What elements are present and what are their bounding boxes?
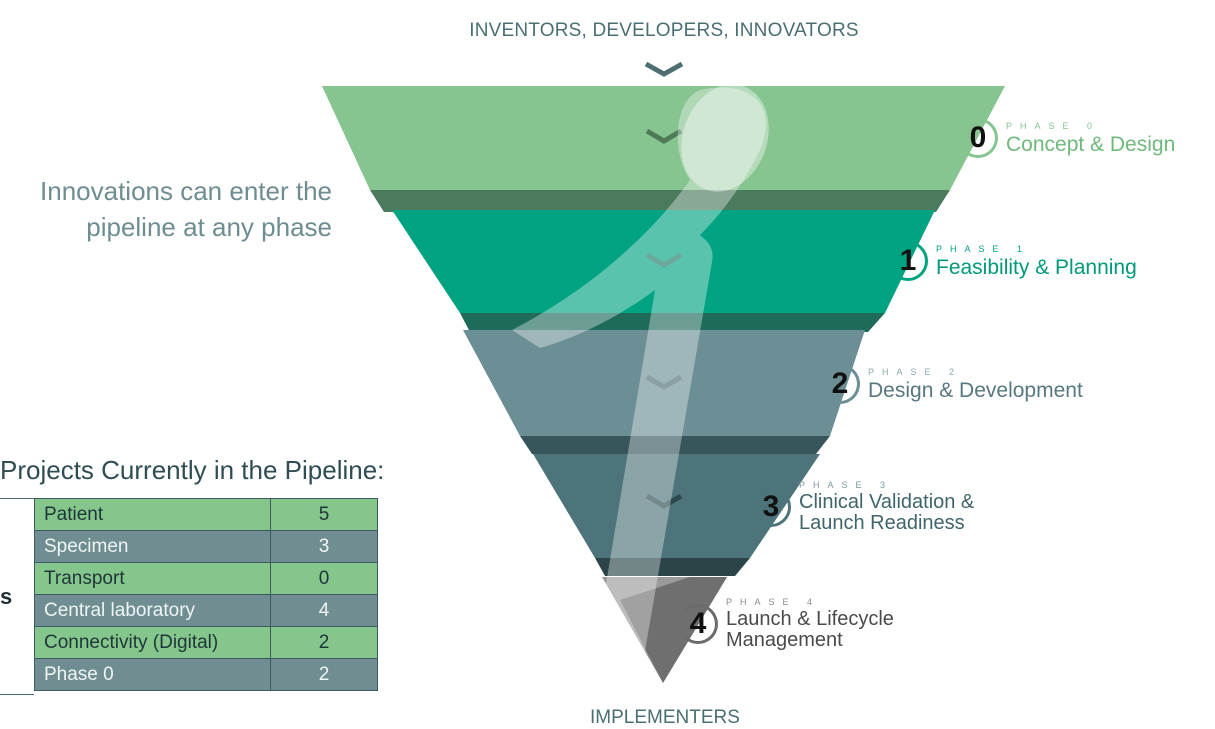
phase-0-badge: 0	[958, 118, 998, 158]
top-label: INVENTORS, DEVELOPERS, INNOVATORS	[469, 20, 859, 41]
tier-3-shadow	[595, 558, 750, 576]
tier-2-shadow	[520, 436, 830, 454]
phase-2-title: Design & Development	[868, 378, 1083, 402]
phase-0-title: Concept & Design	[1006, 132, 1176, 156]
table-row: Transport 0	[34, 562, 378, 595]
phase-4-label: 4 PHASE 4 Launch & Lifecycle Management	[678, 597, 946, 651]
entry-dot	[681, 84, 769, 192]
tier-4-dark	[620, 577, 727, 683]
divider	[0, 694, 34, 695]
tier-1	[392, 210, 935, 313]
chevron-down-icon	[645, 374, 683, 390]
chevron-down-icon	[645, 128, 683, 144]
tier-1-shadow	[460, 313, 885, 332]
phase-1-badge: 1	[888, 241, 928, 281]
table-row: Central laboratory 4	[34, 594, 378, 627]
row-count: 5	[270, 498, 378, 531]
phase-2-badge: 2	[820, 364, 860, 404]
row-count: 2	[270, 626, 378, 659]
phase-1-tag: PHASE 1	[936, 243, 1031, 254]
phase-1-label: 1 PHASE 1 Feasibility & Planning	[888, 241, 1137, 281]
entry-swoosh	[512, 87, 766, 680]
tier-0-shadow	[370, 190, 950, 212]
row-count: 2	[270, 658, 378, 691]
row-label: Central laboratory	[34, 594, 271, 627]
tier-3	[533, 454, 820, 558]
divider	[0, 498, 34, 499]
phase-4-tag: PHASE 4	[726, 597, 821, 607]
phase-3-title: Clinical Validation & Launch Readiness	[799, 491, 975, 534]
table-row: Patient 5	[34, 498, 378, 531]
row-label: Phase 0	[34, 658, 271, 691]
phase-0-tag: PHASE 0	[1006, 120, 1101, 131]
phase-4-title: Launch & Lifecycle Management	[726, 608, 894, 651]
row-count: 4	[270, 594, 378, 627]
side-note: Innovations can enter the pipeline at an…	[40, 176, 332, 242]
table-row: Specimen 3	[34, 530, 378, 563]
table-row: Phase 0 2	[34, 658, 378, 691]
chevron-down-icon	[645, 252, 683, 268]
chevron-down-icon	[644, 61, 684, 77]
row-count: 3	[270, 530, 378, 563]
row-count: 0	[270, 562, 378, 595]
row-label: Specimen	[34, 530, 271, 563]
row-label: Connectivity (Digital)	[34, 626, 271, 659]
projects-table: Patient 5 Specimen 3 Transport 0 Central…	[34, 498, 378, 691]
tier-2	[463, 330, 865, 436]
row-label: Transport	[34, 562, 271, 595]
phase-3-badge: 3	[751, 487, 791, 527]
row-label: Patient	[34, 498, 271, 531]
phase-2-label: 2 PHASE 2 Design & Development	[820, 364, 1083, 404]
table-group-label: s	[0, 584, 13, 609]
table-row: Connectivity (Digital) 2	[34, 626, 378, 659]
bottom-label: IMPLEMENTERS	[590, 707, 740, 728]
phase-0-label: 0 PHASE 0 Concept & Design	[958, 118, 1175, 158]
phase-3-label: 3 PHASE 3 Clinical Validation & Launch R…	[751, 480, 1039, 534]
phase-2-tag: PHASE 2	[868, 366, 963, 377]
table-title: Projects Currently in the Pipeline:	[0, 455, 385, 485]
phase-3-tag: PHASE 3	[799, 480, 894, 490]
phase-1-title: Feasibility & Planning	[936, 255, 1137, 279]
phase-4-badge: 4	[678, 604, 718, 644]
chevron-down-icon	[645, 493, 683, 509]
